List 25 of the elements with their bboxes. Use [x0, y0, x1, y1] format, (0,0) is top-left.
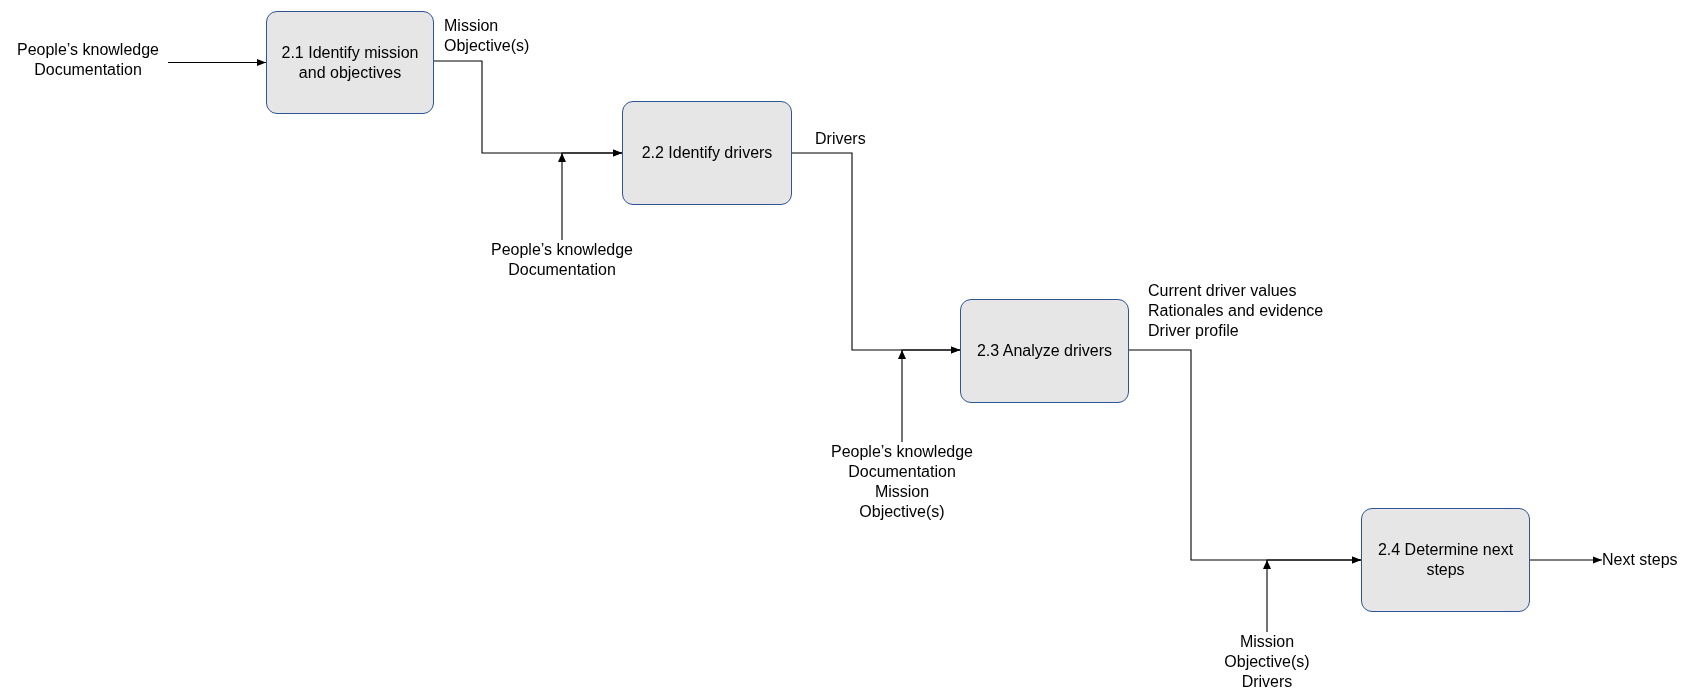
arrow	[1263, 556, 1362, 633]
input-label: People’s knowledge	[491, 240, 633, 260]
arrow	[1529, 556, 1603, 564]
input-label: Documentation	[848, 462, 956, 482]
arrow	[898, 346, 961, 443]
process-label: 2.2 Identify drivers	[641, 143, 773, 163]
input-label: Drivers	[1241, 672, 1293, 692]
process-box	[1361, 508, 1530, 612]
process-label: 2.3 Analyze drivers	[976, 341, 1113, 361]
process-box	[266, 11, 434, 114]
process-box	[622, 101, 792, 205]
input-label: Next steps	[1602, 550, 1678, 570]
arrow	[558, 149, 623, 241]
input-label: Documentation	[508, 260, 616, 280]
input-label: Mission	[874, 482, 930, 502]
input-label: People’s knowledge	[831, 442, 973, 462]
arrow	[167, 58, 267, 67]
input-label: People’s knowledge	[17, 40, 159, 60]
input-label: Objective(s)	[1224, 652, 1310, 672]
input-label: Objective(s)	[859, 502, 945, 522]
input-label: Documentation	[34, 60, 142, 80]
input-label: Mission	[1239, 632, 1295, 652]
process-label: 2.1 Identify mission and objectives	[280, 42, 420, 83]
process-box	[960, 299, 1129, 403]
process-label: 2.4 Determine next steps	[1376, 540, 1515, 580]
